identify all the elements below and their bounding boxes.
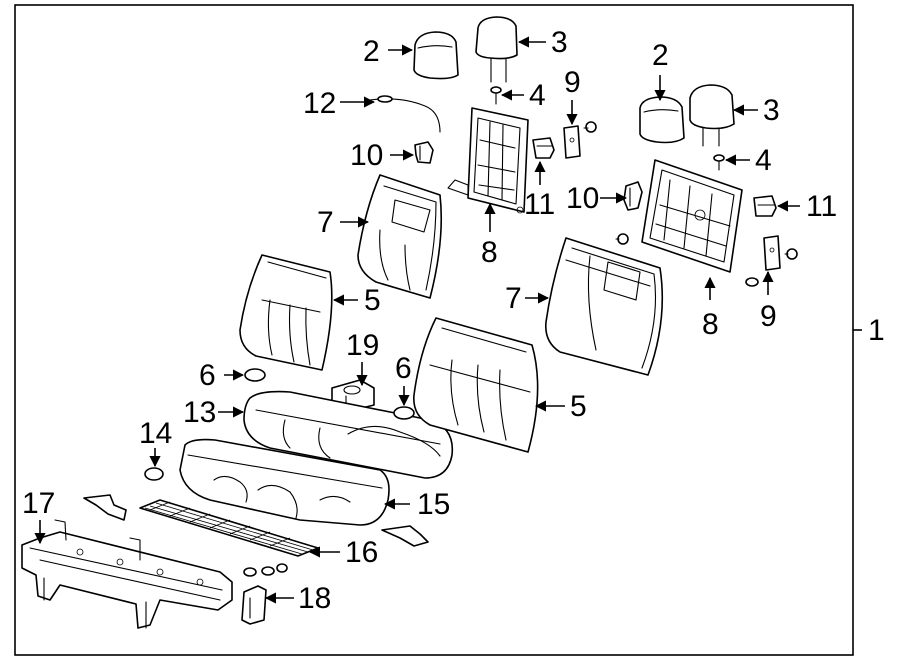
headrest-guide-left [490,86,502,105]
latch-right [623,181,643,211]
callout-2-right: 2 [652,39,669,72]
callout-12: 12 [303,87,336,120]
seat-back-cover-left [357,174,443,299]
callout-labels: 2 3 4 9 12 10 11 7 8 5 19 6 6 13 14 5 15… [22,26,885,615]
seat-back-cushion-right [413,317,539,453]
callout-4-left: 4 [529,79,546,112]
headrest-guide-right [713,154,725,171]
seat-back-cover-right [544,237,664,376]
pin-fasteners [243,563,288,577]
callout-6-left: 6 [199,359,216,392]
callout-10-left: 10 [350,139,383,172]
callout-15: 15 [417,488,450,521]
seat-back-frame-left [447,107,529,214]
bracket-right [745,235,798,287]
seat-cushion-cover [243,390,454,479]
callout-14: 14 [139,417,172,450]
callout-2-left: 2 [363,35,380,68]
callout-4-right: 4 [755,144,772,177]
callout-19: 19 [346,329,379,362]
grommet-cushion [144,467,164,481]
release-cable [369,95,441,133]
callout-5-left: 5 [364,284,381,317]
callout-9-right: 9 [760,300,777,333]
seat-back-frame-right [641,159,743,273]
callout-9-left: 9 [564,66,581,99]
mounting-clip-left [83,494,127,521]
assembly-label: 1 [868,314,885,347]
seat-back-cushion-left [239,254,333,371]
callout-11-left: 11 [524,188,555,221]
callout-13: 13 [183,396,216,429]
trim-cover-right [753,195,777,217]
callout-7-left: 7 [317,206,334,239]
seat-riser-frame [21,519,233,629]
callout-7-right: 7 [505,282,522,315]
headrest-with-posts-left [475,16,518,83]
callout-17: 17 [22,487,55,520]
callout-11-right: 11 [806,190,837,223]
callout-6-right: 6 [395,352,412,385]
headrest-with-posts-right [689,84,735,147]
callout-5-right: 5 [570,390,587,423]
headrest-right [639,96,685,144]
callout-8-right: 8 [702,308,719,341]
callout-16: 16 [345,536,378,569]
hinge-cover [241,585,267,625]
mounting-clip-right [381,525,429,547]
callout-10-right: 10 [566,182,599,215]
callout-3-left: 3 [551,26,568,59]
bracket-left [563,121,597,159]
callout-8-left: 8 [481,236,498,269]
fastener-right-upper [615,233,629,245]
grommet-left [244,368,266,382]
grommet-right [393,406,415,420]
trim-cover-left [532,137,555,159]
callout-3-right: 3 [763,94,780,127]
callout-18: 18 [298,582,331,615]
headrest-left [413,31,459,80]
latch-left [414,141,434,164]
callout-leaders [34,36,800,604]
